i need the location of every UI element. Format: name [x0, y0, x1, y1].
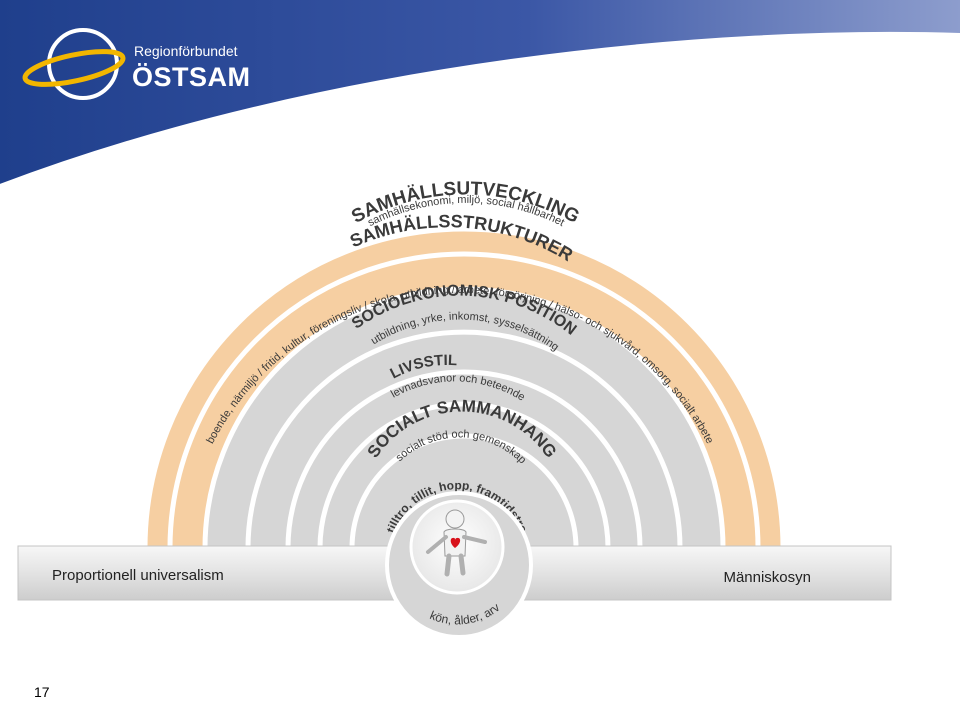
- logo-swoosh: [22, 49, 126, 87]
- logo-big-text: ÖSTSAM: [132, 62, 251, 92]
- bar-left-label: Proportionell universalism: [52, 567, 224, 584]
- person-arms: [426, 535, 487, 554]
- header: [0, 0, 960, 186]
- header-swoosh-line: [0, 31, 960, 186]
- logo-small-text: Regionförbundet: [134, 43, 238, 59]
- person-figure-icon: [426, 509, 487, 577]
- person-head: [445, 509, 465, 529]
- heart-icon: [450, 537, 461, 548]
- logo: Regionförbundet ÖSTSAM: [22, 28, 251, 100]
- person-legs: [444, 553, 466, 577]
- page-number: 17: [34, 684, 50, 700]
- header-band: [0, 0, 960, 185]
- bar-right-label: Människosyn: [723, 569, 811, 586]
